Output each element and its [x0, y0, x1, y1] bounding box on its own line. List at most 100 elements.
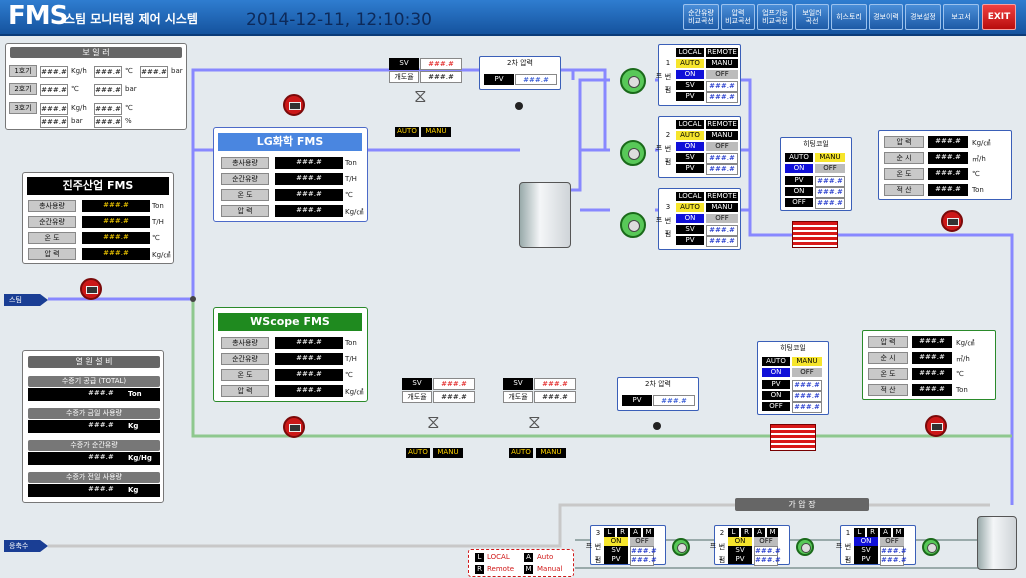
boiler-1-v2: ###.# [94, 66, 122, 78]
pump-sv-value[interactable]: ###.# [706, 81, 738, 92]
control-valve-icon[interactable]: ⧖ [414, 86, 427, 107]
pump-icon[interactable] [922, 538, 940, 556]
pump-manu[interactable]: MANU [706, 59, 738, 68]
valve-top-auto[interactable]: AUTO [395, 127, 419, 137]
pump-on[interactable]: ON [676, 142, 704, 151]
pressure-compare-button[interactable]: 압력 비교곡선 [721, 4, 755, 30]
pump-local[interactable]: LOCAL [676, 48, 704, 57]
lower-pump-a[interactable]: A [630, 528, 641, 537]
alarm-settings-button[interactable]: 경보설정 [905, 4, 941, 30]
pump-local[interactable]: LOCAL [676, 120, 704, 129]
lg-label: 순간유량 [221, 173, 269, 185]
lower-pump-on[interactable]: ON [604, 537, 628, 546]
control-valve-icon[interactable]: ⧖ [528, 412, 541, 433]
coil-auto[interactable]: AUTO [785, 153, 813, 162]
lower-pump-l[interactable]: L [854, 528, 865, 537]
history-button[interactable]: 히스토리 [831, 4, 867, 30]
wscope-value: ###.# [275, 385, 343, 397]
alarm-history-button[interactable]: 경보이력 [869, 4, 903, 30]
pump-icon[interactable] [796, 538, 814, 556]
pump-auto[interactable]: AUTO [676, 203, 704, 212]
readout-label: 온 도 [868, 368, 908, 380]
boiler-3-v2: ###.# [94, 103, 122, 115]
flow-compare-button[interactable]: 순간유량 비교곡선 [683, 4, 719, 30]
pump-remote[interactable]: REMOTE [706, 192, 738, 201]
pump-auto[interactable]: AUTO [676, 131, 704, 140]
pump-sv-value[interactable]: ###.# [706, 225, 738, 236]
pump-off[interactable]: OFF [706, 142, 738, 151]
heat-item-unit: Kg [128, 422, 139, 430]
exit-button[interactable]: EXIT [982, 4, 1016, 30]
boiler-2-v2: ###.# [94, 84, 122, 96]
pump-local[interactable]: LOCAL [676, 192, 704, 201]
pump-off[interactable]: OFF [706, 214, 738, 223]
lower-pump-m[interactable]: M [893, 528, 904, 537]
lower-pump-a[interactable]: A [754, 528, 765, 537]
valve-b1-manu[interactable]: MANU [433, 448, 463, 458]
coil-off[interactable]: OFF [792, 368, 822, 377]
coil-off-value[interactable]: ###.# [792, 402, 822, 413]
lower-pump-on[interactable]: ON [854, 537, 878, 546]
readout-label: 적 산 [884, 184, 924, 196]
coil-on-value[interactable]: ###.# [815, 187, 845, 198]
pump-icon[interactable] [620, 140, 646, 166]
legend-a-key: A [524, 553, 533, 562]
pump-remote[interactable]: REMOTE [706, 120, 738, 129]
lower-pump-on[interactable]: ON [728, 537, 752, 546]
heat-item-label: 수증기 공급 (TOTAL) [28, 376, 160, 387]
coil-auto[interactable]: AUTO [762, 357, 790, 366]
pump-off[interactable]: OFF [706, 70, 738, 79]
valve-b2-manu[interactable]: MANU [536, 448, 566, 458]
valve-top-sv-value[interactable]: ###.# [420, 58, 462, 70]
boiler-1-label: 1호기 [9, 65, 37, 77]
lower-pump-off[interactable]: OFF [754, 537, 778, 546]
valve-top-manu[interactable]: MANU [421, 127, 451, 137]
lower-pump-off[interactable]: OFF [880, 537, 904, 546]
coil-manu[interactable]: MANU [792, 357, 822, 366]
lower-pump-r[interactable]: R [867, 528, 878, 537]
pump-manu[interactable]: MANU [706, 203, 738, 212]
lower-pump-a[interactable]: A [880, 528, 891, 537]
coil-off-value[interactable]: ###.# [815, 198, 845, 209]
coil-on-value[interactable]: ###.# [792, 391, 822, 402]
pump-auto[interactable]: AUTO [676, 59, 704, 68]
steam-tank [519, 182, 571, 248]
lower-pump-l[interactable]: L [728, 528, 739, 537]
lower-pump-m[interactable]: M [643, 528, 654, 537]
pump-icon[interactable] [620, 212, 646, 238]
pump-manu[interactable]: MANU [706, 131, 738, 140]
valve-b2-auto[interactable]: AUTO [509, 448, 533, 458]
coil-on[interactable]: ON [762, 368, 790, 377]
lower-pump-r[interactable]: R [617, 528, 628, 537]
lower-pump-off[interactable]: OFF [630, 537, 654, 546]
pump-icon[interactable] [672, 538, 690, 556]
boiler-2-label: 2호기 [9, 83, 37, 95]
heating-coil-icon [770, 424, 816, 451]
valve-b1-opening-value: ###.# [433, 391, 475, 403]
legend-m-key: M [524, 565, 533, 574]
lower-pump-l[interactable]: L [604, 528, 615, 537]
coil-on[interactable]: ON [785, 164, 813, 173]
pump-on[interactable]: ON [676, 70, 704, 79]
wscope-value: ###.# [275, 337, 343, 349]
coil-manu[interactable]: MANU [815, 153, 845, 162]
control-valve-icon[interactable]: ⧖ [427, 412, 440, 433]
valve-b2-sv-value[interactable]: ###.# [534, 378, 576, 390]
coil-off[interactable]: OFF [815, 164, 845, 173]
report-button[interactable]: 보고서 [943, 4, 979, 30]
lower-pump-m[interactable]: M [767, 528, 778, 537]
boiler-curve-button[interactable]: 보일러 곡선 [795, 4, 829, 30]
lower-pump-name: 2 번 펌 프 [709, 528, 726, 562]
lower-pump-sv-label: SV [728, 546, 752, 555]
wscope-label: 총사용량 [221, 337, 269, 349]
pump-sv-value[interactable]: ###.# [706, 153, 738, 164]
pump-icon[interactable] [620, 68, 646, 94]
valve-b1-auto[interactable]: AUTO [406, 448, 430, 458]
valve-b1-sv-value[interactable]: ###.# [433, 378, 475, 390]
readout-label: 압 력 [884, 136, 924, 148]
lower-pump-r[interactable]: R [741, 528, 752, 537]
pump-remote[interactable]: REMOTE [706, 48, 738, 57]
function-compare-button[interactable]: 업프기능 비교곡선 [757, 4, 793, 30]
pump-on[interactable]: ON [676, 214, 704, 223]
lg-label: 총사용량 [221, 157, 269, 169]
